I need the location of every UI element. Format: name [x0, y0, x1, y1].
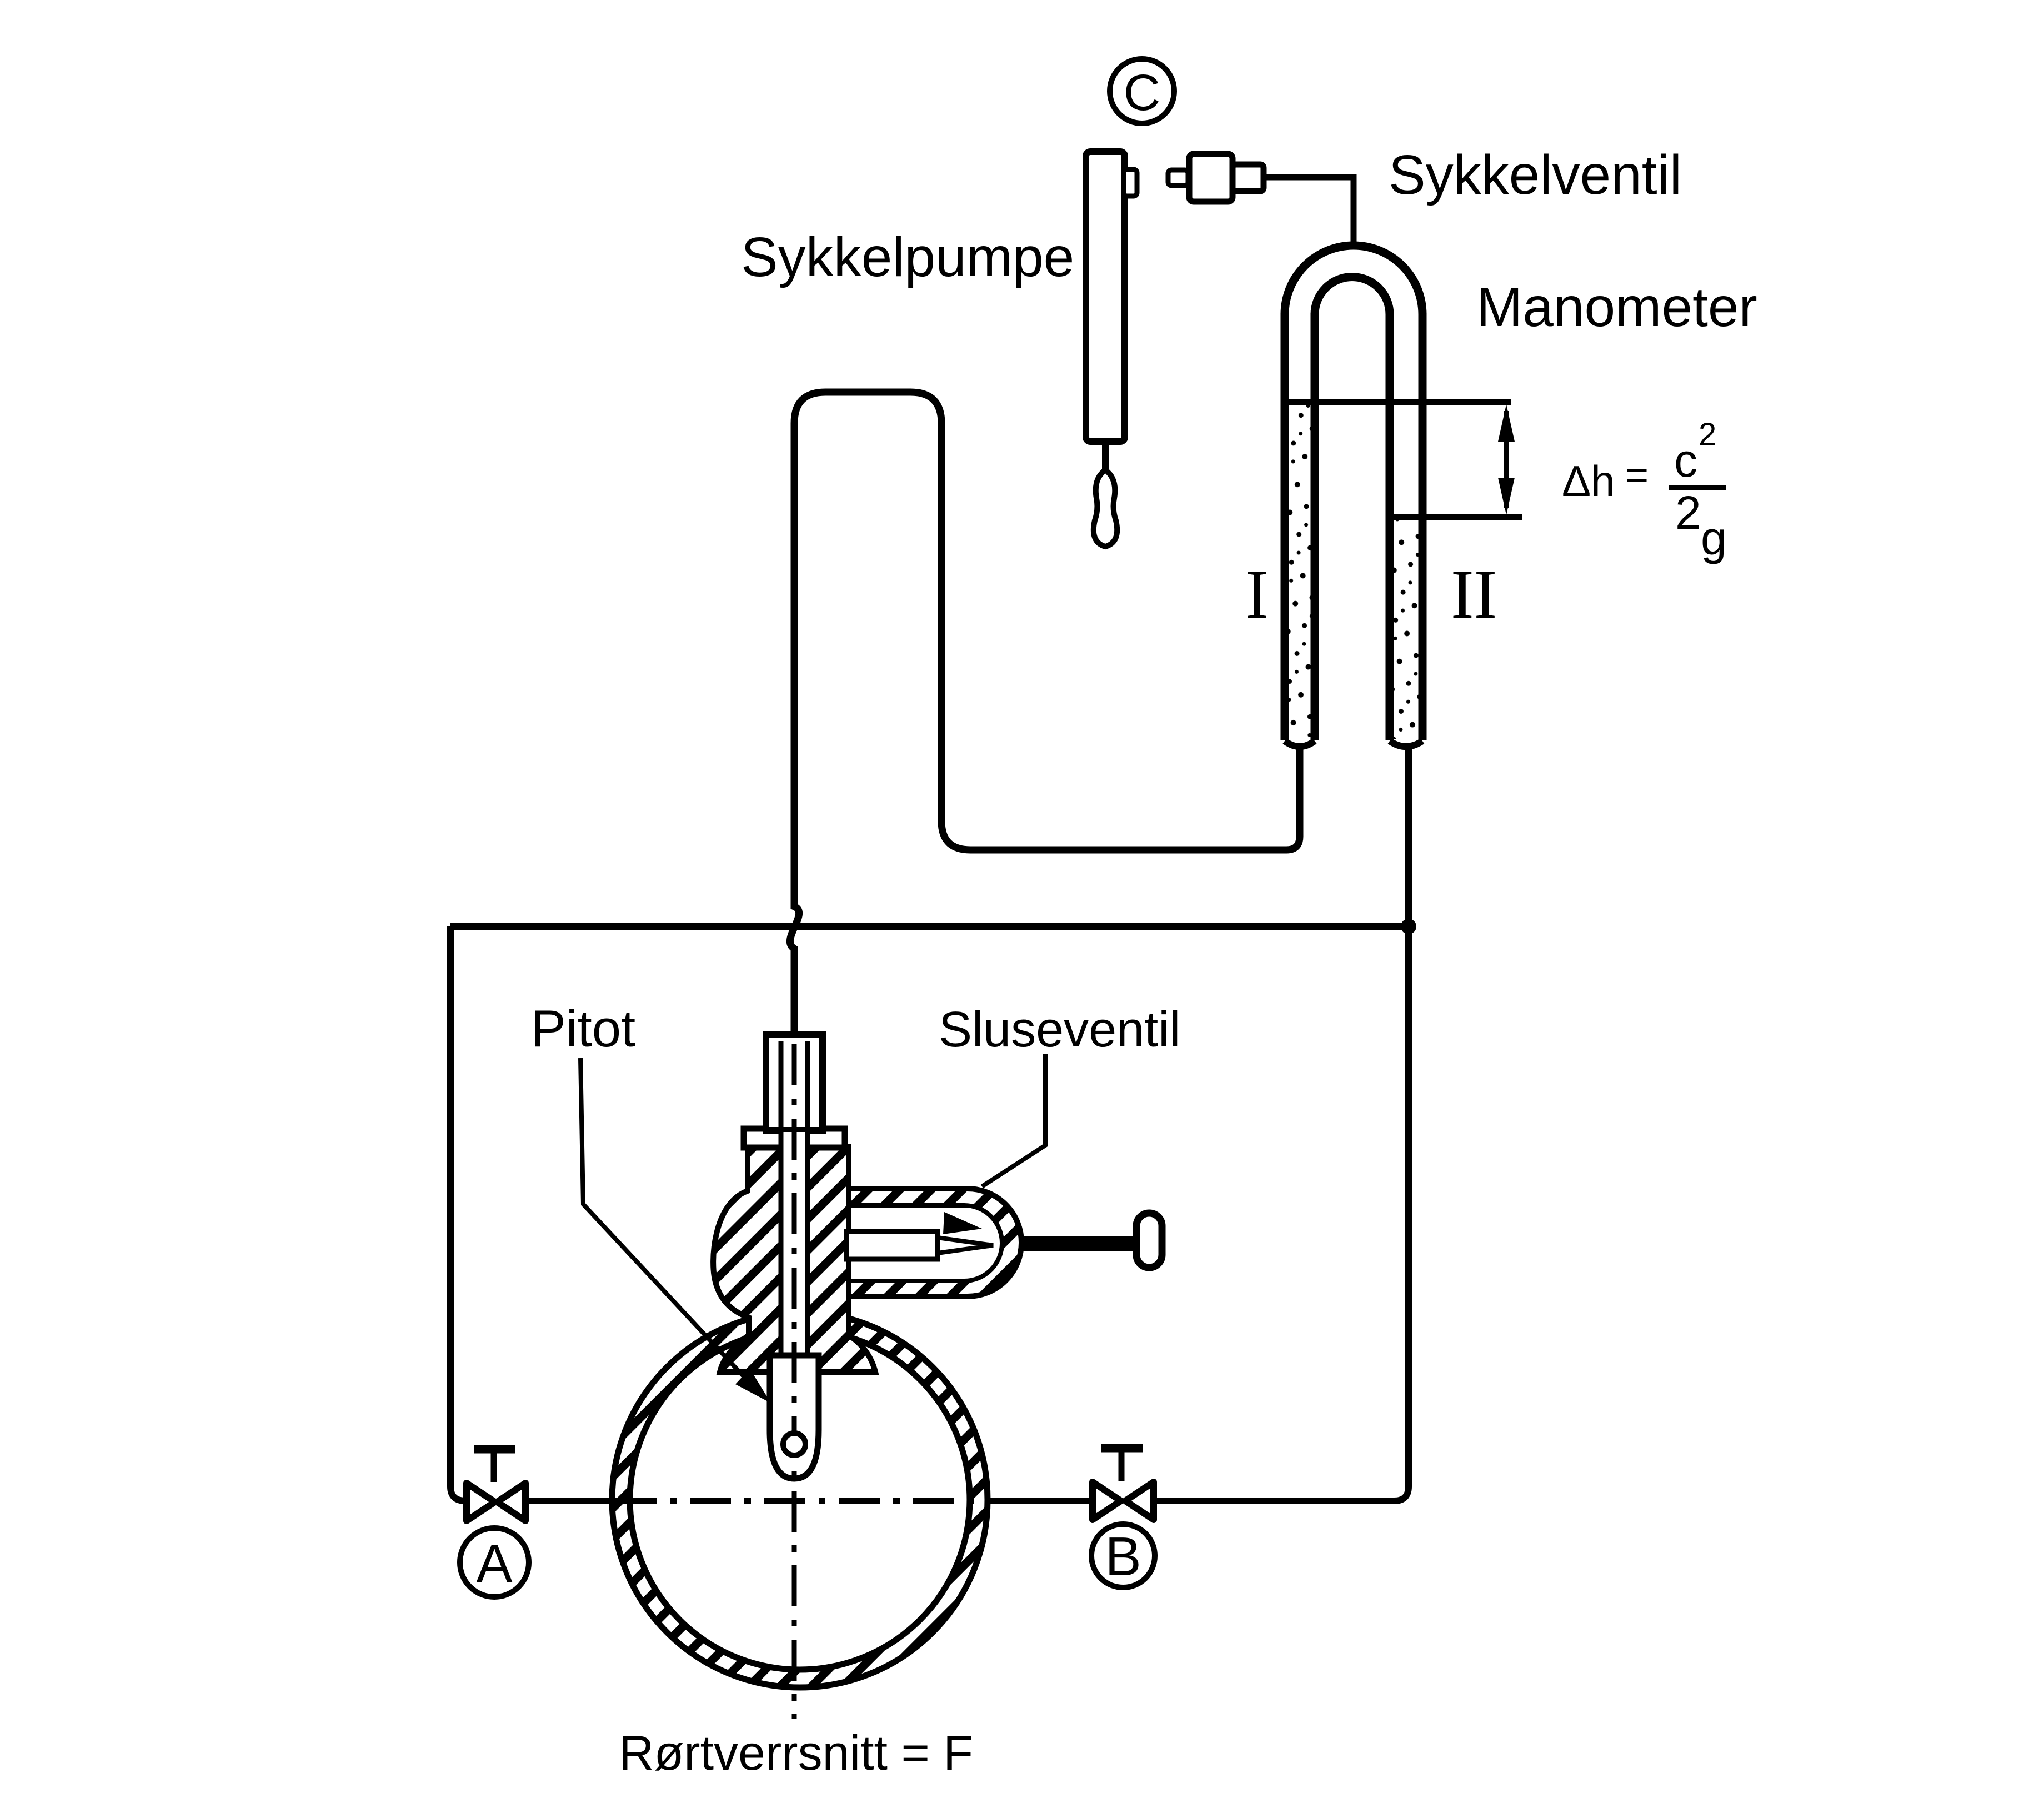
column-ii-label: II — [1451, 557, 1497, 633]
bicycle-pump — [1083, 148, 1140, 550]
manometer-inner-arch — [1310, 273, 1394, 315]
bike-valve-label: Sykkelventil — [1389, 144, 1682, 206]
gate-valve-stem-rod — [1021, 1236, 1138, 1251]
point-c-label: C — [1124, 64, 1160, 121]
formula: Δh = c 2 2 g — [1562, 417, 1727, 564]
valve-a-left-triangle — [463, 1480, 498, 1524]
gate-valve-spindle — [844, 1229, 940, 1262]
gate-valve-needle — [935, 1235, 994, 1256]
pump-outlet-nub — [1121, 167, 1140, 199]
loop-right-side-and-manometer-ii-line — [1155, 749, 1412, 1504]
valve-a-right-triangle — [494, 1480, 529, 1524]
pump-handle — [1090, 466, 1120, 550]
formula-equals: = — [1625, 453, 1649, 498]
pitot-leader-arrowhead — [735, 1369, 771, 1403]
valve-b-left-triangle — [1089, 1479, 1124, 1523]
formula-numerator-exponent: 2 — [1699, 417, 1716, 453]
loop-left-side — [447, 926, 466, 1504]
bike-valve-to-manometer-line — [1264, 174, 1357, 246]
delta-h-arrowhead-down — [1498, 478, 1515, 515]
liquid-column-i — [1289, 402, 1311, 739]
bicycle-valve — [1165, 151, 1357, 246]
gate-valve — [844, 1186, 1166, 1299]
formula-numerator-base: c — [1674, 434, 1697, 487]
gate-valve-label: Sluseventil — [939, 1002, 1180, 1058]
valve-b-label: B — [1105, 1526, 1141, 1587]
column-i-label: I — [1245, 557, 1269, 633]
static-pressure-loop — [447, 749, 1416, 1504]
liquid-column-ii — [1394, 517, 1419, 739]
delta-h-dimension — [1498, 404, 1515, 515]
delta-h-arrowhead-up — [1498, 404, 1515, 442]
pipe-cross-section-label: Rørtverrsnitt = F — [619, 1725, 973, 1780]
formula-denominator-coefficient: 2 — [1675, 487, 1701, 539]
pitot-leader-line — [578, 1058, 771, 1403]
junction-dot — [1401, 919, 1416, 934]
formula-lhs: Δh — [1562, 457, 1615, 505]
point-c-circle — [1107, 56, 1177, 126]
formula-denominator-variable: g — [1701, 512, 1727, 564]
valve-b-tag-circle — [1089, 1521, 1158, 1590]
valve-a-label: A — [476, 1533, 513, 1594]
pitot-label: Pitot — [531, 999, 635, 1058]
pump-label: Sykkelpumpe — [741, 226, 1074, 288]
pitot-tip-hole — [780, 1430, 808, 1458]
manometer-label: Manometer — [1476, 276, 1757, 338]
valve-b-right-triangle — [1122, 1479, 1157, 1523]
pump-barrel — [1083, 148, 1128, 445]
tube-i-bottom — [1282, 738, 1317, 750]
gate-valve-handle — [1133, 1209, 1166, 1271]
tube-ii-bottom — [1387, 738, 1425, 750]
bike-valve-body — [1186, 151, 1236, 205]
bike-valve-nipple — [1165, 167, 1191, 188]
u-tube-manometer — [1280, 241, 1522, 750]
valve-a-tag-circle — [457, 1525, 532, 1600]
point-c-marker: C — [1107, 56, 1177, 126]
gate-valve-wedge — [943, 1212, 982, 1234]
pitot-to-manometer-line — [786, 388, 1304, 1043]
valve-a: A — [457, 1445, 532, 1600]
valve-b: B — [1089, 1444, 1158, 1590]
pitot-leader-path — [578, 1058, 753, 1386]
bike-valve-cap — [1229, 161, 1267, 194]
gate-valve-leader-line — [980, 1054, 1048, 1189]
manometer-outer-arch — [1280, 241, 1427, 315]
